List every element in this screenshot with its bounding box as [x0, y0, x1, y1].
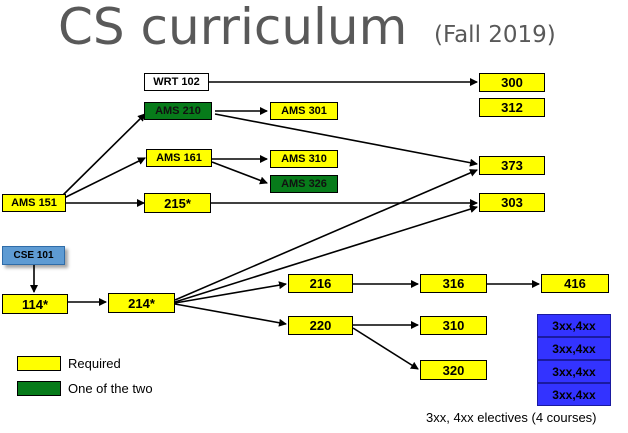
course-cse215: 215* — [144, 193, 211, 213]
course-cse312: 312 — [479, 98, 545, 117]
course-cse316: 316 — [420, 274, 487, 293]
arrow-ams151-ams210 — [61, 113, 146, 197]
course-cse214: 214* — [108, 293, 175, 313]
legend-required-swatch — [17, 356, 61, 371]
elective-slot: 3xx,4xx — [537, 383, 611, 406]
arrow-ams210-373 — [214, 113, 478, 167]
arrow-ams161-ams326 — [211, 161, 268, 185]
electives-note: 3xx, 4xx electives (4 courses) — [426, 410, 597, 425]
course-ams161: AMS 161 — [146, 149, 212, 167]
legend-required-label: Required — [68, 356, 121, 371]
arrow-ams151-ams161 — [63, 157, 146, 199]
course-ams210: AMS 210 — [144, 102, 212, 120]
diagram-subtitle: (Fall 2019) — [434, 22, 556, 48]
diagram-title: CS curriculum — [58, 0, 408, 56]
course-ams326: AMS 326 — [270, 175, 338, 193]
course-cse310: 310 — [420, 316, 487, 335]
course-wrt102: WRT 102 — [144, 73, 209, 91]
course-cse303: 303 — [479, 193, 545, 212]
legend-one-of-two-swatch — [17, 381, 61, 396]
course-ams151: AMS 151 — [2, 194, 66, 212]
elective-slot: 3xx,4xx — [537, 360, 611, 383]
course-cse114: 114* — [2, 294, 68, 314]
course-cse416: 416 — [541, 274, 609, 293]
arrow-220-320 — [352, 327, 419, 370]
course-cse300: 300 — [479, 73, 545, 92]
course-ams310: AMS 310 — [270, 150, 338, 168]
arrow-214-216 — [174, 281, 287, 304]
elective-slot: 3xx,4xx — [537, 337, 611, 360]
arrow-214-303 — [174, 205, 478, 303]
course-cse216: 216 — [288, 274, 353, 293]
course-cse320: 320 — [420, 360, 487, 380]
arrow-214-373 — [174, 169, 478, 301]
course-ams301: AMS 301 — [270, 102, 338, 120]
course-cse220: 220 — [288, 316, 353, 335]
course-cse373: 373 — [479, 156, 545, 175]
arrow-214-220 — [174, 303, 287, 327]
elective-slot: 3xx,4xx — [537, 314, 611, 337]
legend-one-of-two-label: One of the two — [68, 381, 153, 396]
course-cse101: CSE 101 — [2, 246, 65, 265]
